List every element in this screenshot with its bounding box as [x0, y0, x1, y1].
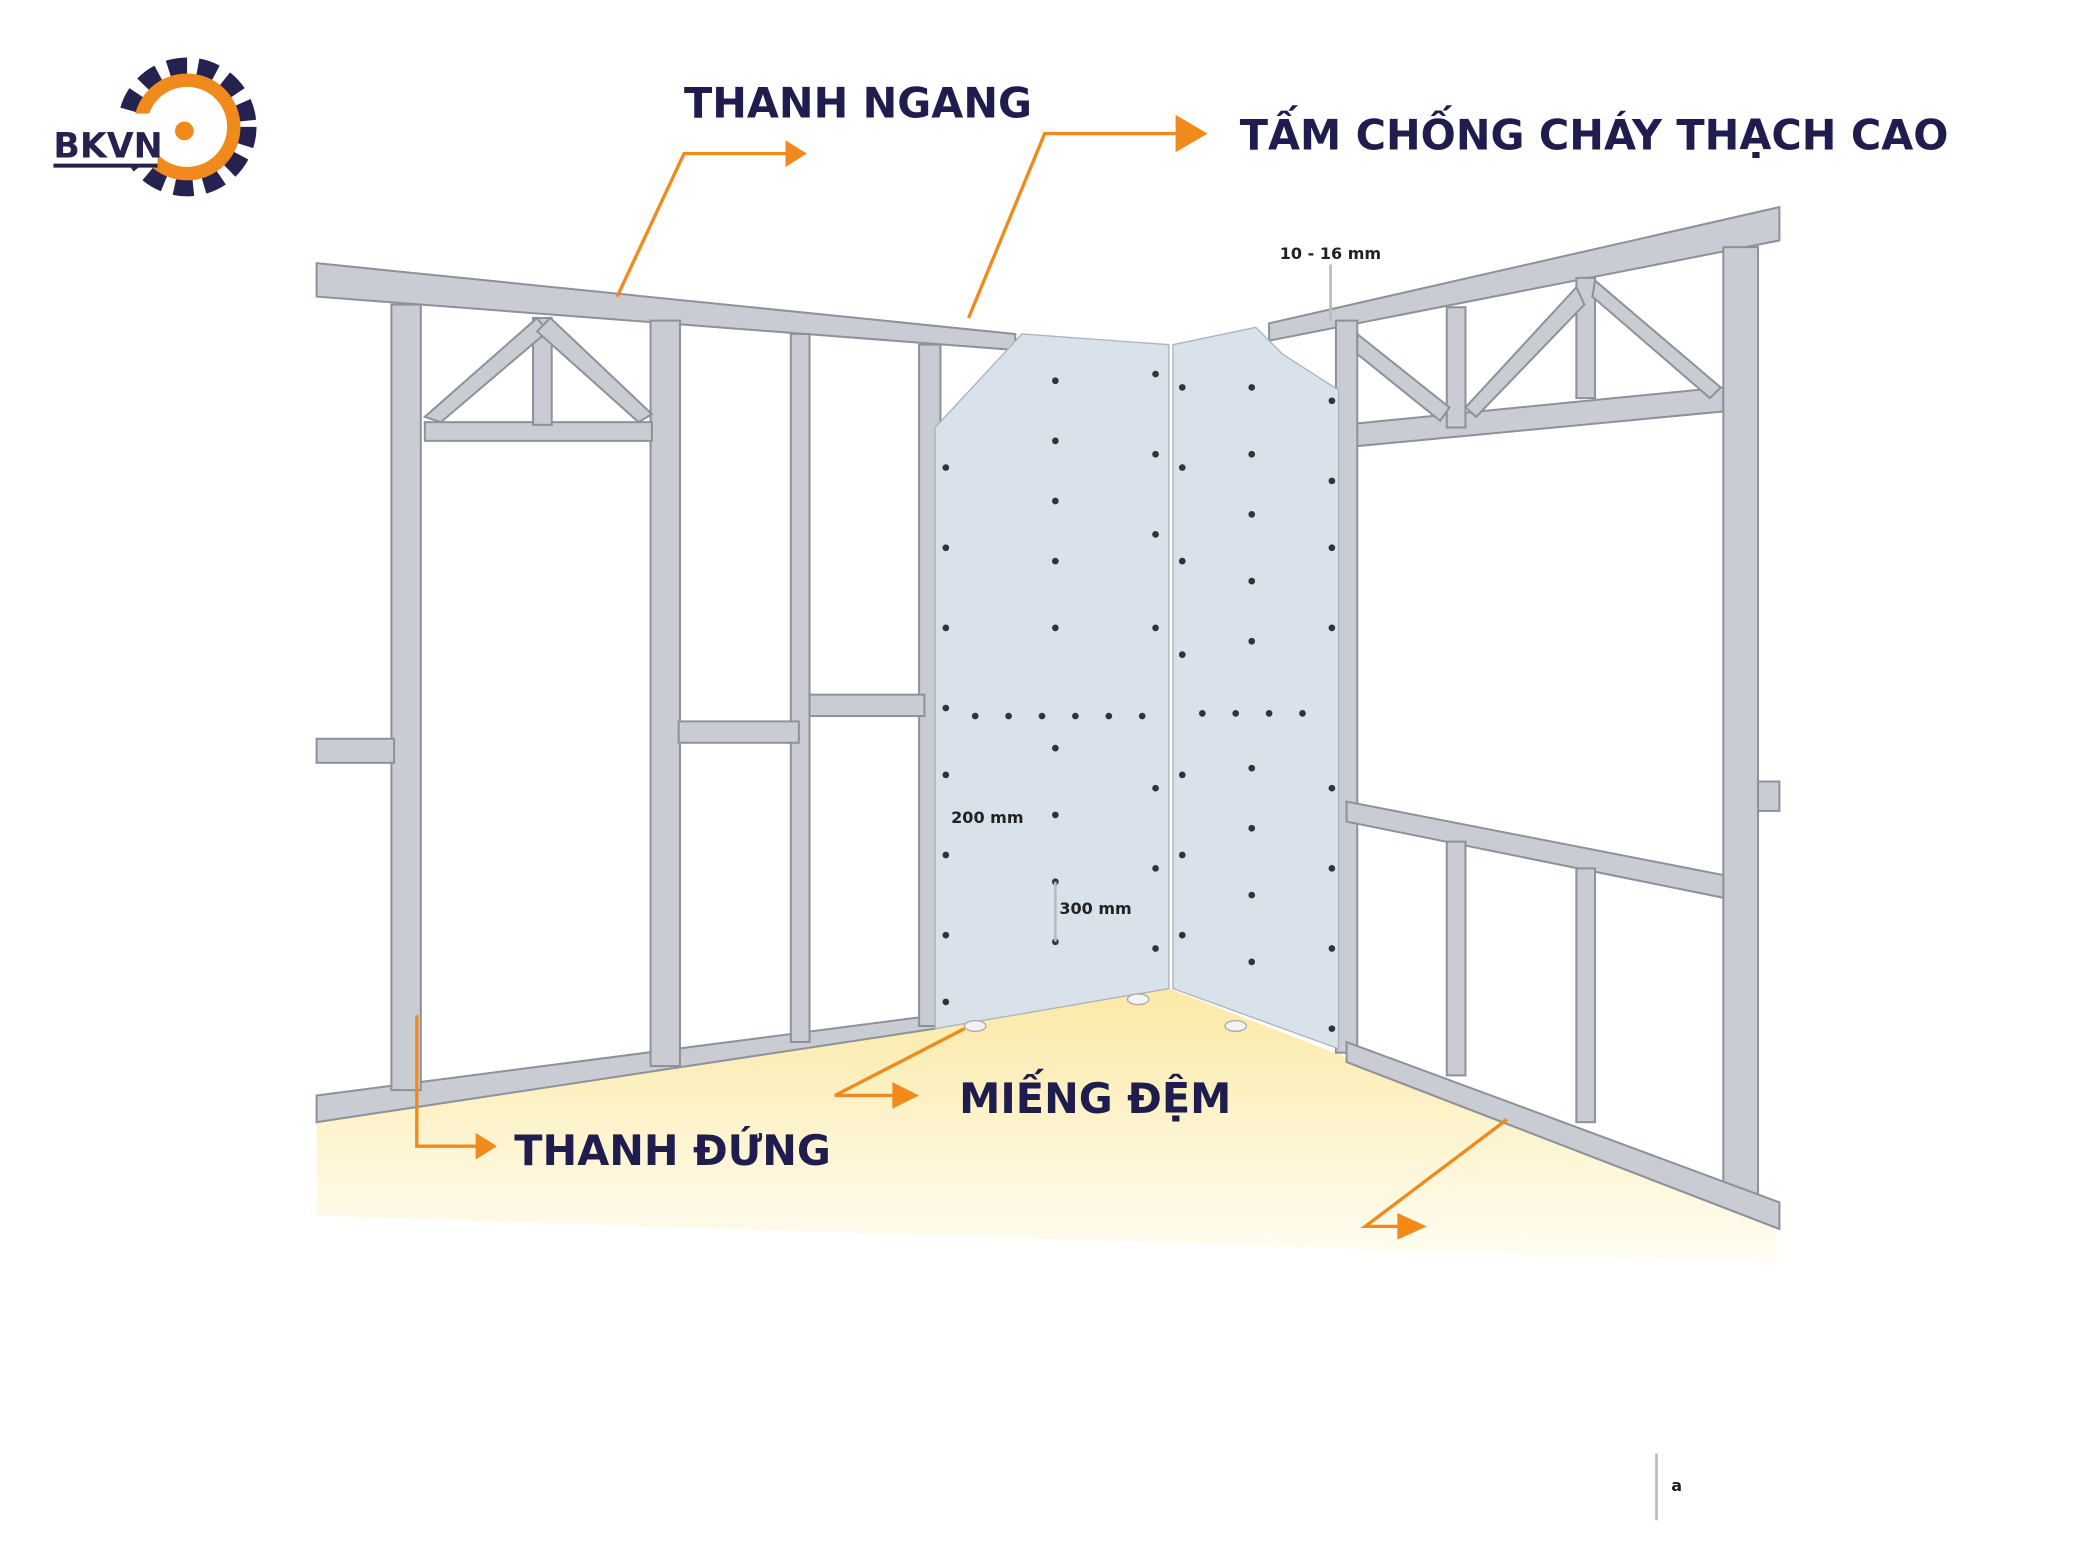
floor: [316, 988, 1777, 1263]
arrow-top-rail: [615, 140, 807, 298]
right-wall-frame: [1268, 205, 1781, 1231]
label-stud: THANH ĐỨNG: [514, 1127, 831, 1175]
label-fire-board: TẤM CHỐNG CHÁY THẠCH CAO: [1240, 106, 1949, 160]
gypsum-board-left: [934, 333, 1170, 1030]
label-top-rail: THANH NGANG: [684, 80, 1032, 128]
arrow-fire-board: [966, 114, 1208, 319]
logo-text: BKVN: [53, 127, 162, 167]
arrow-gasket: [834, 1027, 966, 1109]
bkvn-logo: BKVN: [50, 57, 257, 197]
dimension-gap: 10 - 16 mm: [1280, 244, 1381, 263]
label-gasket: MIẾNG ĐỆM: [959, 1069, 1231, 1123]
gaskets: [963, 993, 1248, 1032]
dimension-field-spacing: 300 mm: [1059, 899, 1131, 918]
gypsum-board-right: [1172, 326, 1340, 1050]
dimension-edge-spacing: 200 mm: [951, 808, 1023, 827]
dimension-a: a: [1671, 1476, 1682, 1495]
arrow-floor-track: [1360, 1118, 1508, 1240]
left-wall-frame: [315, 262, 1017, 1124]
arrow-stud: [415, 1015, 497, 1160]
